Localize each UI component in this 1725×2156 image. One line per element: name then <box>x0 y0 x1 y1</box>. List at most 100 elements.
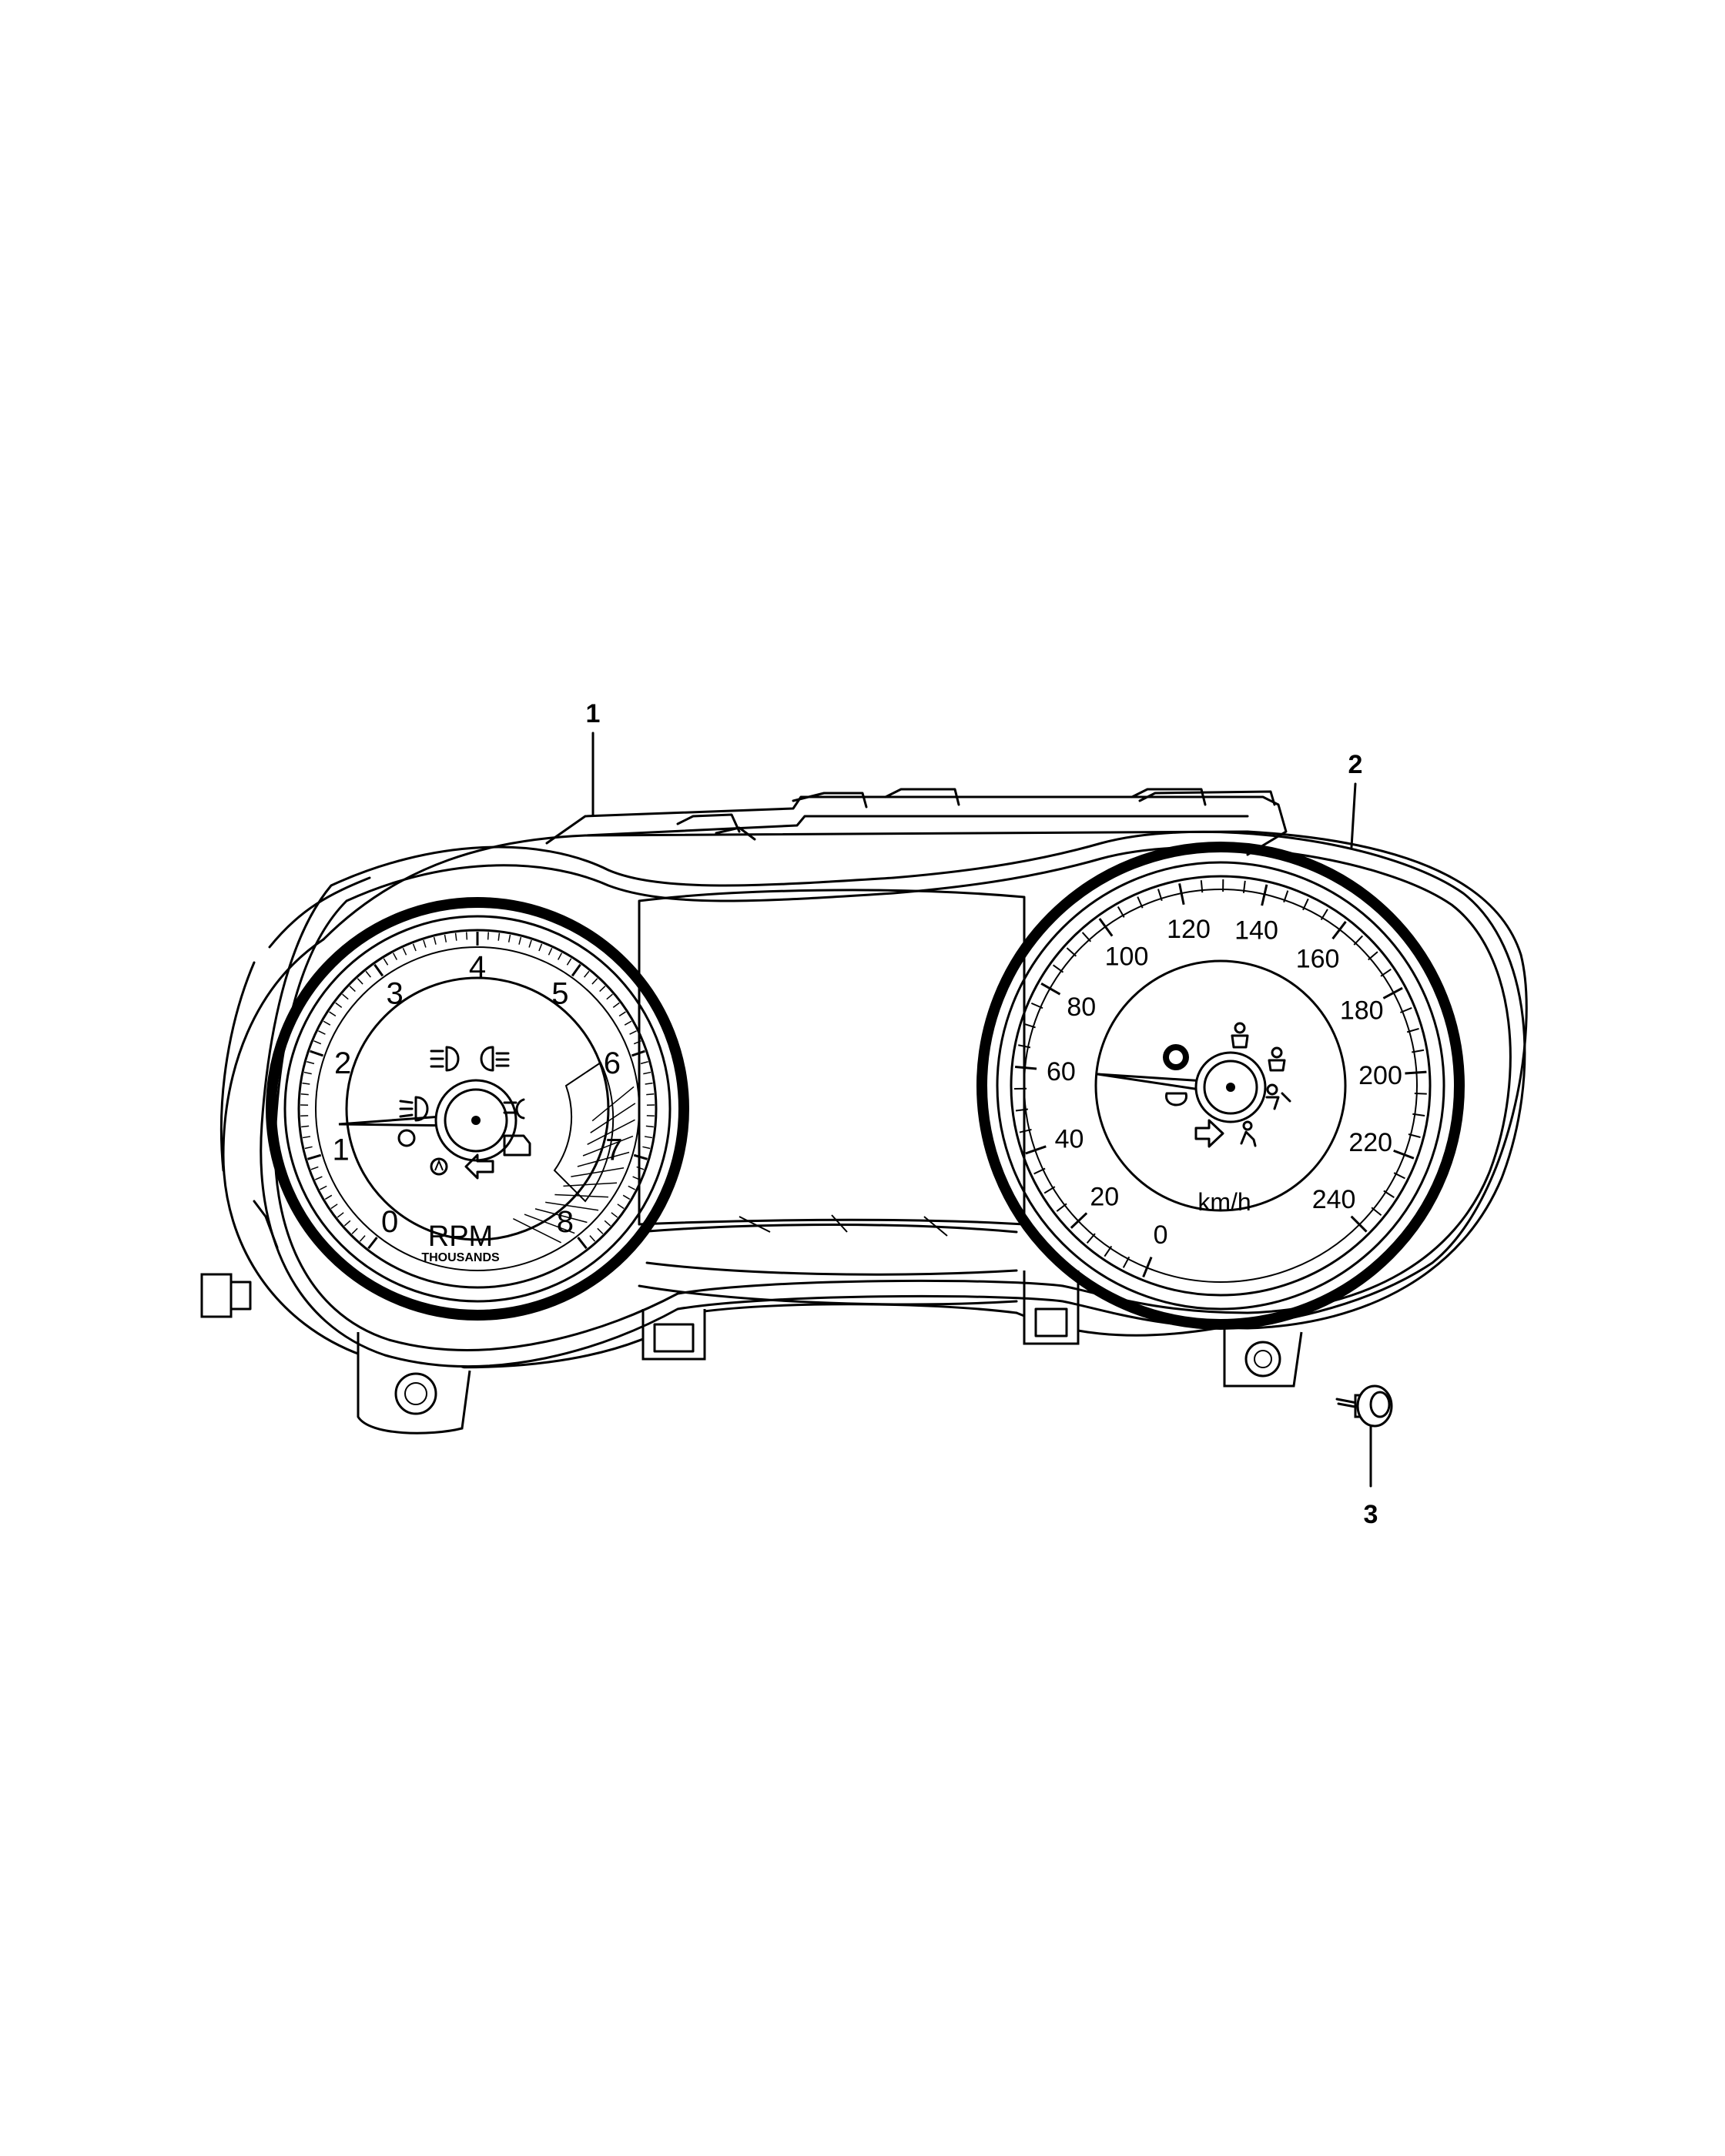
tachometer-redline-hatch <box>513 1086 636 1244</box>
tachometer-tick <box>618 1011 626 1017</box>
speedometer-tick <box>1368 951 1378 961</box>
tachometer-tick <box>383 958 389 966</box>
speedometer-label-20: 20 <box>1090 1182 1119 1211</box>
speedometer-tick <box>1081 932 1092 942</box>
tachometer-tick <box>584 970 590 978</box>
tachometer-tick <box>629 1030 637 1035</box>
tachometer-tick <box>412 943 417 952</box>
speedometer-tick <box>1015 1108 1028 1112</box>
speedometer-label-180: 180 <box>1340 996 1384 1026</box>
cluster-bezel <box>260 830 1526 1368</box>
tachometer-tick <box>351 1227 358 1234</box>
tachometer-label-5: 5 <box>551 976 568 1010</box>
tachometer-tick <box>631 1050 645 1057</box>
speedometer-tick <box>1122 1256 1130 1268</box>
speedometer-tick <box>1414 1092 1427 1095</box>
speedometer-tick <box>1137 896 1144 909</box>
tachometer-tick <box>337 1212 344 1218</box>
tachometer-tick <box>373 963 384 977</box>
redline-hatch-line <box>571 1167 625 1177</box>
tachometer-label-2: 2 <box>334 1046 351 1080</box>
speedometer-label-0: 0 <box>1154 1220 1168 1250</box>
tachometer-tick <box>646 1093 655 1096</box>
tachometer-tick <box>633 1153 648 1160</box>
tachometer-unit-sublabel: THOUSANDS <box>421 1251 500 1264</box>
speedometer-tick <box>1040 983 1061 996</box>
airbag-icon <box>1265 1083 1291 1110</box>
speedometer-tick <box>1405 1070 1427 1075</box>
speedometer-gauge: 0 20 40 60 80 100 120 140 160 180 200 22… <box>976 842 1465 1330</box>
speedometer-tick <box>1350 1215 1368 1233</box>
speedometer-tick <box>1019 1128 1032 1133</box>
callout-2: 2 <box>1348 750 1363 849</box>
redline-hatch-line <box>545 1201 599 1211</box>
tachometer-tick <box>624 1020 632 1026</box>
callout-label-2: 2 <box>1348 750 1363 779</box>
tachometer-tick <box>606 993 613 1000</box>
speedometer-tick <box>1400 1007 1412 1013</box>
tachometer-tick <box>306 1061 315 1065</box>
callout-label-3: 3 <box>1364 1500 1378 1529</box>
indicator-dot-icon <box>397 1129 416 1147</box>
speedometer-tick <box>1023 1023 1036 1029</box>
speedometer-tick <box>1043 1186 1056 1194</box>
tachometer-tick <box>313 1040 322 1045</box>
speedometer-tick <box>1086 1233 1096 1244</box>
tachometer-label-7: 7 <box>605 1133 622 1167</box>
speedometer-label-120: 120 <box>1167 915 1211 944</box>
tachometer-gauge: 0 1 2 3 4 5 6 7 8 <box>266 897 689 1321</box>
tachometer-label-3: 3 <box>386 976 403 1010</box>
speedometer-label-40: 40 <box>1055 1124 1084 1153</box>
speedometer-tick <box>1302 898 1309 911</box>
speedometer-tick <box>1033 1167 1046 1175</box>
tachometer-tick <box>329 1011 337 1017</box>
tachometer-tick <box>303 1071 312 1075</box>
speedometer-tick <box>1066 947 1077 957</box>
tachometer-tick <box>318 1030 326 1035</box>
tachometer-tick <box>642 1146 651 1150</box>
tachometer-tick <box>622 1194 631 1200</box>
tachometer-tick <box>636 1166 645 1170</box>
low-beam-icon <box>399 1096 429 1122</box>
tachometer-tick <box>548 947 553 956</box>
speedometer-unit-label: km/h <box>1197 1188 1251 1216</box>
tachometer-tick <box>310 1050 324 1057</box>
tachometer-tick <box>320 1185 327 1190</box>
redline-hatch-line <box>554 1194 608 1198</box>
redline-hatch-line <box>534 1208 588 1224</box>
tachometer-tick <box>365 970 371 978</box>
speedometer-tick <box>1320 909 1328 921</box>
callout-1: 1 <box>586 699 601 816</box>
tachometer-tick <box>433 936 437 945</box>
tachometer-tick <box>307 1153 322 1160</box>
redline-hatch-line <box>587 1119 635 1146</box>
speedometer-tick <box>1104 1245 1113 1257</box>
tachometer-tick <box>640 1061 648 1065</box>
tachometer-tick <box>310 1166 319 1170</box>
speedometer-tick <box>1142 1256 1153 1278</box>
tachometer-tick <box>454 932 457 941</box>
speedometer-ticks <box>1014 879 1427 1278</box>
speedometer-tick <box>1331 920 1347 940</box>
tachometer-tick <box>633 1040 641 1045</box>
speedometer-tick <box>1383 1190 1395 1198</box>
tachometer-tick <box>342 993 349 1000</box>
tachometer-tick <box>604 1220 611 1227</box>
speedometer-tick <box>1382 986 1403 999</box>
tachometer-label-8: 8 <box>557 1205 574 1239</box>
tachometer-label-6: 6 <box>604 1046 621 1080</box>
speedometer-tick <box>1200 880 1204 893</box>
turn-left-arrow-icon <box>464 1153 494 1180</box>
callout-label-1: 1 <box>586 699 601 728</box>
speedometer-label-220: 220 <box>1348 1128 1392 1157</box>
seat-occupancy-icon <box>1240 1120 1257 1147</box>
redline-hatch-line <box>524 1214 575 1234</box>
tachometer-label-1: 1 <box>332 1133 349 1167</box>
tachometer-tick <box>330 1204 338 1210</box>
tachometer-tick <box>300 1093 309 1096</box>
redline-hatch-line <box>590 1103 636 1133</box>
tachometer-tick <box>367 1237 378 1250</box>
speedometer-tick <box>1018 1044 1031 1049</box>
tachometer-ticks <box>300 932 655 1250</box>
speedometer-tick <box>1393 1172 1405 1180</box>
